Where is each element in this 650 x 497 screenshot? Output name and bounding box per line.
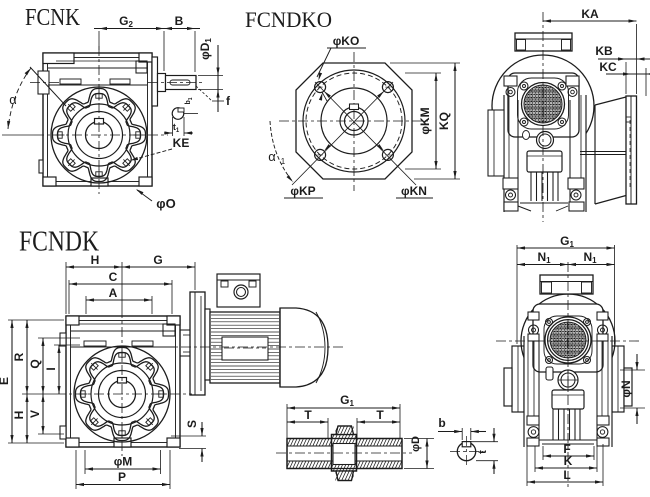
svg-text:KB: KB [595, 44, 613, 58]
svg-text:f: f [226, 94, 231, 108]
svg-text:b1: b1 [185, 97, 194, 104]
svg-text:KE: KE [173, 136, 190, 150]
svg-text:φKN: φKN [401, 184, 427, 198]
svg-text:G: G [153, 253, 162, 267]
svg-text:t1: t1 [173, 122, 180, 134]
svg-text:b: b [438, 416, 445, 430]
svg-text:KQ: KQ [437, 112, 451, 130]
svg-text:P: P [118, 470, 126, 484]
svg-text:FCNDK: FCNDK [19, 226, 99, 258]
svg-text:H: H [12, 411, 26, 420]
svg-text:φD1: φD1 [198, 38, 213, 60]
svg-text:C: C [109, 270, 118, 284]
svg-text:Q: Q [28, 359, 42, 368]
svg-text:B: B [175, 14, 184, 28]
svg-text:K: K [564, 454, 573, 468]
svg-text:φD: φD [410, 436, 422, 452]
svg-text:φKO: φKO [333, 34, 360, 48]
svg-text:V: V [28, 410, 42, 418]
svg-text:φN: φN [619, 380, 633, 397]
svg-text:1: 1 [281, 157, 286, 166]
svg-text:A: A [109, 286, 118, 300]
svg-text:α: α [9, 92, 17, 107]
svg-text:R: R [12, 352, 26, 361]
svg-text:I: I [44, 367, 58, 370]
svg-text:φKP: φKP [290, 184, 315, 198]
svg-text:H: H [91, 253, 100, 267]
svg-text:t: t [477, 450, 489, 454]
svg-text:φM: φM [114, 455, 133, 469]
svg-text:φO: φO [156, 196, 175, 211]
svg-text:L: L [563, 468, 570, 482]
svg-text:KA: KA [581, 7, 599, 21]
svg-text:E: E [0, 377, 11, 385]
svg-text:φKM: φKM [418, 107, 432, 134]
svg-text:α: α [268, 149, 276, 164]
svg-text:FCNK: FCNK [25, 5, 81, 31]
svg-text:T: T [304, 408, 312, 422]
svg-text:FCNDKO: FCNDKO [245, 7, 332, 32]
svg-text:T: T [376, 408, 384, 422]
svg-text:KC: KC [599, 60, 617, 74]
svg-text:F: F [563, 442, 570, 456]
svg-text:S: S [185, 420, 199, 428]
